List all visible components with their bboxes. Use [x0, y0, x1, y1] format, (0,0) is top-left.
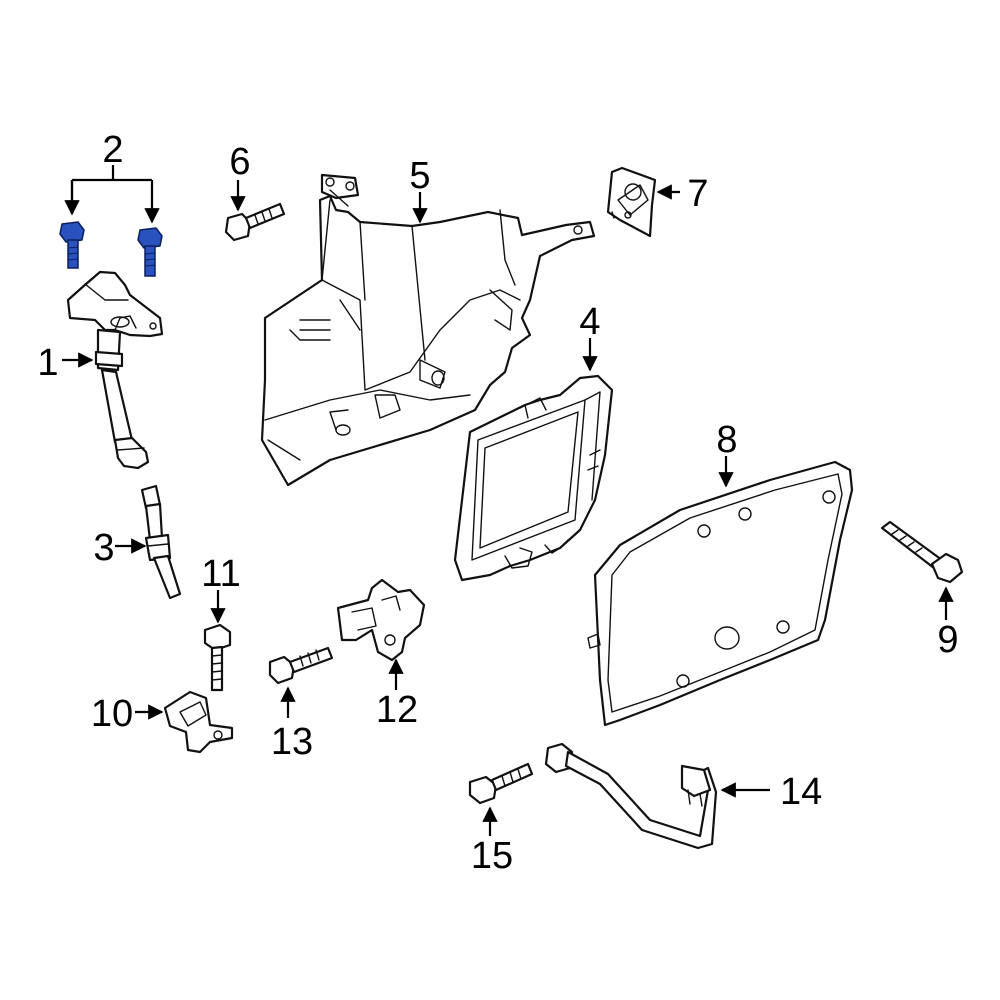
callout-6: 6	[229, 141, 250, 183]
bolt-part-11[interactable]	[203, 623, 232, 692]
callout-9: 9	[937, 619, 958, 661]
sensor-part-12[interactable]	[336, 578, 426, 662]
callout-numbers: 2 1 6 5 7 4 8 9 3 11 10 13 12 14 15	[37, 129, 958, 877]
small-bracket-part-7[interactable]	[606, 166, 657, 238]
bolt-part-13[interactable]	[268, 646, 334, 685]
coil-bolt-part-2-right[interactable]	[137, 227, 163, 277]
ignition-coil-part-1[interactable]	[66, 270, 164, 470]
spark-plug-part-3[interactable]	[140, 484, 182, 600]
bolt-part-9[interactable]	[880, 520, 964, 584]
callout-11: 11	[201, 553, 240, 595]
bolt-head	[137, 227, 163, 249]
callout-14: 14	[780, 771, 822, 813]
bolt-part-6[interactable]	[224, 202, 286, 242]
bracket-shield-part-5[interactable]	[260, 173, 596, 487]
bolt-part-15[interactable]	[468, 762, 534, 805]
cover-plate-part-8[interactable]	[587, 460, 854, 727]
coil-bolt-part-2-left[interactable]	[59, 221, 85, 269]
sensor-wire-part-14[interactable]	[544, 742, 718, 850]
callout-1: 1	[37, 342, 58, 384]
callout-13: 13	[271, 721, 313, 763]
engine-control-module-part-4[interactable]	[453, 374, 614, 582]
callout-7: 7	[687, 173, 708, 215]
callout-15: 15	[471, 835, 513, 877]
callout-8: 8	[716, 419, 737, 461]
callout-5: 5	[409, 155, 430, 197]
callout-3: 3	[93, 527, 114, 569]
sensor-part-10[interactable]	[163, 690, 234, 754]
callout-10: 10	[91, 693, 133, 735]
bolt-head	[59, 221, 85, 243]
callout-4: 4	[579, 301, 600, 343]
callout-12: 12	[376, 689, 418, 731]
callout-2: 2	[102, 129, 123, 171]
bolt-shank	[144, 245, 156, 277]
leader-lines	[62, 165, 954, 836]
